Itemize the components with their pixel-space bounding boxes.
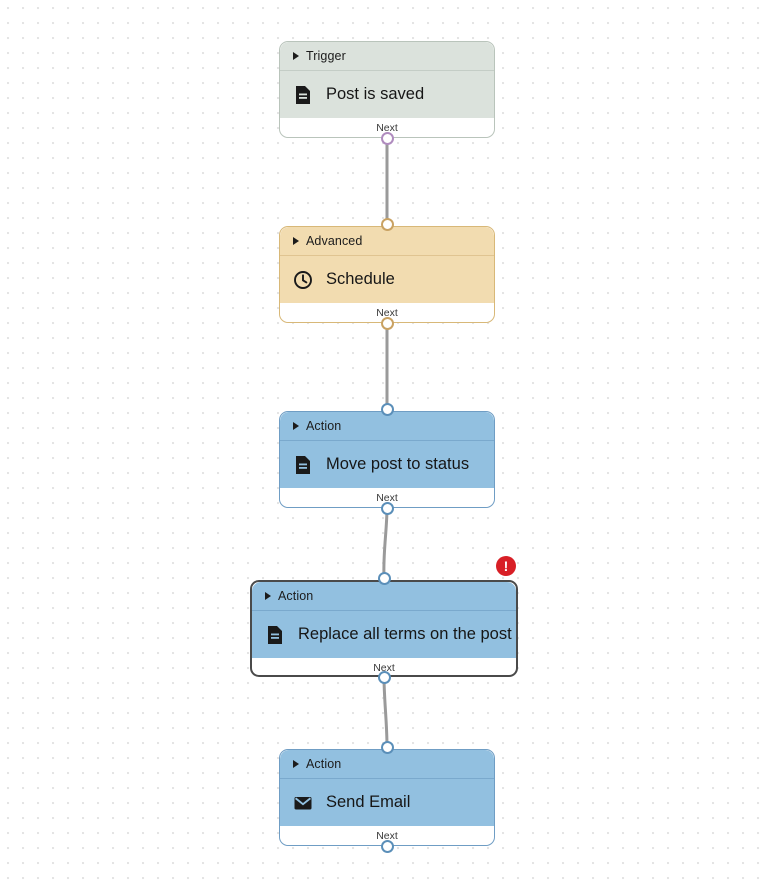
clock-icon <box>294 270 312 289</box>
envelope-icon <box>294 796 312 809</box>
node-footer-next[interactable]: Next <box>252 658 516 675</box>
document-icon <box>296 455 310 474</box>
node-footer-label: Next <box>376 122 398 134</box>
node-footer-next[interactable]: Next <box>280 488 494 507</box>
node-body-advanced[interactable]: Schedule <box>280 256 494 303</box>
node-footer-label: Next <box>373 662 395 674</box>
node-body-trigger[interactable]: Post is saved <box>280 71 494 118</box>
node-title: Schedule <box>326 270 395 288</box>
node-header-action[interactable]: Action <box>252 582 516 611</box>
document-icon <box>296 85 310 104</box>
chevron-right-icon[interactable] <box>293 237 299 245</box>
node-footer-label: Next <box>376 307 398 319</box>
port-out-send-email[interactable] <box>380 839 394 853</box>
node-footer-label: Next <box>376 830 398 842</box>
node-title: Post is saved <box>326 85 425 103</box>
node-footer-label: Next <box>376 492 398 504</box>
node-footer-next[interactable]: Next <box>280 826 494 845</box>
edge-replace-to-send <box>382 675 389 748</box>
chevron-right-icon[interactable] <box>265 592 271 600</box>
error-exclamation-icon: ! <box>503 558 509 574</box>
document-icon <box>268 625 282 644</box>
port-out-advanced[interactable] <box>380 316 394 330</box>
node-title: Replace all terms on the post <box>298 625 512 643</box>
node-body-action[interactable]: Replace all terms on the post <box>252 611 516 658</box>
edge-move-to-replace <box>382 506 389 578</box>
node-header-action[interactable]: Action <box>280 750 494 779</box>
workflow-node-trigger[interactable]: Trigger Post is saved Next <box>279 41 495 138</box>
port-in-advanced[interactable] <box>380 217 394 231</box>
workflow-node-replace-all-terms[interactable]: Action Replace all terms on the post Nex… <box>250 580 518 677</box>
node-category-label: Action <box>306 757 342 771</box>
workflow-node-advanced[interactable]: Advanced Schedule Next <box>279 226 495 323</box>
error-badge[interactable]: ! <box>496 556 516 576</box>
node-header-advanced[interactable]: Advanced <box>280 227 494 256</box>
node-footer-next[interactable]: Next <box>280 303 494 322</box>
node-category-label: Advanced <box>306 234 363 248</box>
node-body-action[interactable]: Send Email <box>280 779 494 826</box>
node-title: Move post to status <box>326 455 470 473</box>
port-in-move-post[interactable] <box>380 402 394 416</box>
chevron-right-icon[interactable] <box>293 52 299 60</box>
workflow-node-send-email[interactable]: Action Send Email Next <box>279 749 495 846</box>
node-category-label: Trigger <box>306 49 346 63</box>
port-out-trigger[interactable] <box>380 131 394 145</box>
node-category-label: Action <box>278 589 314 603</box>
node-title: Send Email <box>326 793 411 811</box>
port-in-send-email[interactable] <box>380 740 394 754</box>
node-body-action[interactable]: Move post to status <box>280 441 494 488</box>
node-category-label: Action <box>306 419 342 433</box>
node-header-trigger[interactable]: Trigger <box>280 42 494 71</box>
workflow-node-move-post-to-status[interactable]: Action Move post to status Next <box>279 411 495 508</box>
port-out-move-post[interactable] <box>380 501 394 515</box>
node-header-action[interactable]: Action <box>280 412 494 441</box>
node-footer-next[interactable]: Next <box>280 118 494 137</box>
port-out-replace-terms[interactable] <box>377 670 391 684</box>
chevron-right-icon[interactable] <box>293 760 299 768</box>
chevron-right-icon[interactable] <box>293 422 299 430</box>
port-in-replace-terms[interactable] <box>377 571 391 585</box>
